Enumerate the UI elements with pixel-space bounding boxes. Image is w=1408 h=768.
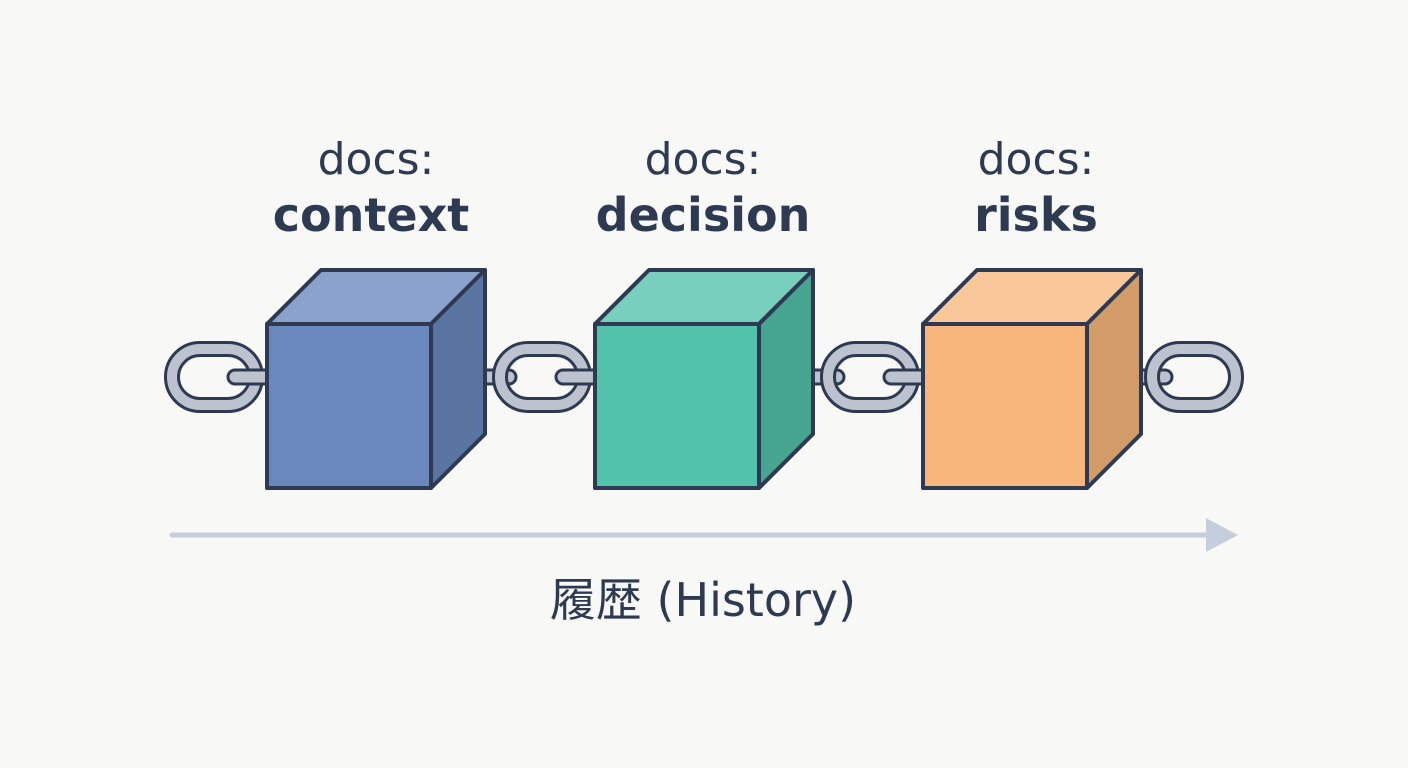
block-label-prefix: docs:	[978, 134, 1095, 185]
cube-decision	[593, 268, 815, 490]
block-label-name: context	[273, 188, 469, 242]
block-label-prefix: docs:	[318, 134, 435, 185]
chain	[164, 341, 1244, 413]
block-label-decision: docs: decision	[596, 134, 811, 242]
block-label-context: docs: context	[273, 134, 469, 242]
cube-front-face	[921, 322, 1089, 490]
block-label-name: risks	[974, 188, 1098, 242]
cube-context	[265, 268, 487, 490]
cube-front-face	[265, 322, 433, 490]
history-label: 履歴 (History)	[550, 573, 856, 627]
chain-link-left-end	[164, 341, 274, 413]
block-label-prefix: docs:	[645, 134, 762, 185]
cube-risks	[921, 268, 1143, 490]
block-label-name: decision	[596, 188, 811, 242]
cube-front-face	[593, 322, 761, 490]
history-arrow	[169, 518, 1238, 552]
block-label-risks: docs: risks	[974, 134, 1098, 242]
